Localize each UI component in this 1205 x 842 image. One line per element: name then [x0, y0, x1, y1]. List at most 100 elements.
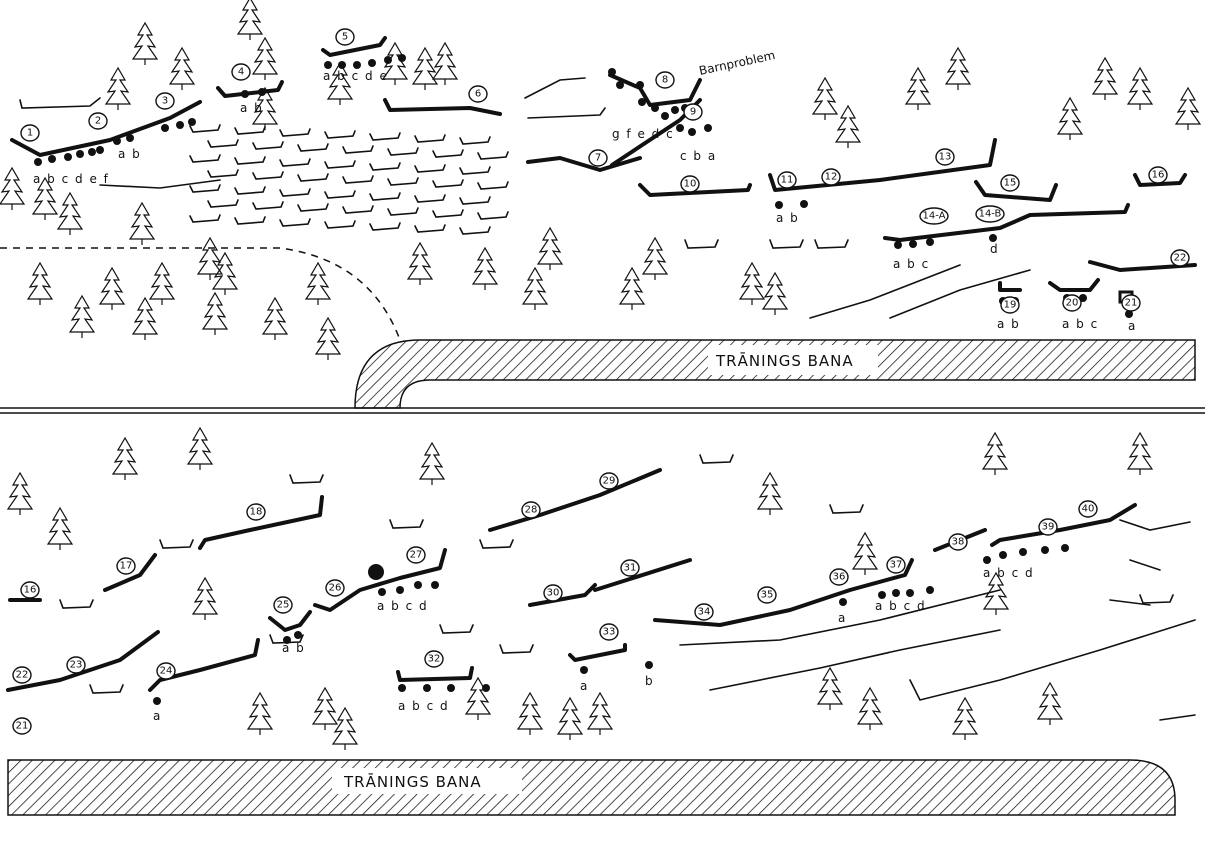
- problem-marker[interactable]: 22: [12, 666, 32, 684]
- small-boulder: [279, 158, 311, 167]
- small-boulder: [289, 474, 324, 484]
- marker-circle: [694, 603, 714, 621]
- problem-marker[interactable]: 15: [1000, 174, 1020, 192]
- problem-marker[interactable]: 23: [66, 656, 86, 674]
- tree-icon: [131, 296, 159, 340]
- problem-marker[interactable]: 16: [1148, 166, 1168, 184]
- problem-letters-p25: a b: [282, 641, 304, 655]
- problem-marker[interactable]: 20: [1062, 294, 1082, 312]
- start-dot: [353, 61, 361, 69]
- problem-marker[interactable]: 32: [424, 650, 444, 668]
- problem-marker[interactable]: 4: [231, 63, 251, 81]
- problem-marker[interactable]: 17: [116, 557, 136, 575]
- small-boulder: [369, 222, 401, 231]
- problem-marker[interactable]: 38: [948, 533, 968, 551]
- marker-number: 22: [16, 670, 29, 681]
- problem-letters-p14a: a b c: [893, 257, 928, 271]
- tree-icon: [0, 166, 26, 210]
- tree-icon: [464, 676, 492, 720]
- start-dot: [906, 589, 914, 597]
- tree-icon: [1174, 86, 1202, 130]
- problem-marker[interactable]: 24: [156, 662, 176, 680]
- problem-marker[interactable]: 34: [694, 603, 714, 621]
- problem-marker[interactable]: 7: [588, 149, 608, 167]
- marker-circle: [325, 579, 345, 597]
- tree-icon: [944, 46, 972, 90]
- problem-marker[interactable]: 9: [683, 103, 703, 121]
- problem-marker[interactable]: 19: [1000, 296, 1020, 314]
- problem-marker[interactable]: 6: [468, 85, 488, 103]
- problem-marker[interactable]: 16: [20, 581, 40, 599]
- small-boulder: [252, 141, 284, 150]
- start-dot: [76, 150, 84, 158]
- problem-marker[interactable]: 28: [521, 501, 541, 519]
- problem-marker[interactable]: 1: [20, 124, 40, 142]
- problem-marker[interactable]: 21: [1121, 294, 1141, 312]
- marker-number: 12: [825, 172, 838, 183]
- problem-marker[interactable]: 30: [543, 584, 563, 602]
- small-boulder: [432, 149, 464, 158]
- start-dot: [1061, 544, 1069, 552]
- problem-marker[interactable]: 14-B: [975, 205, 1005, 223]
- problem-marker[interactable]: 10: [680, 175, 700, 193]
- problem-marker[interactable]: 18: [246, 503, 266, 521]
- marker-number: 16: [1152, 170, 1165, 181]
- small-boulder: [297, 173, 329, 182]
- tree-icon: [246, 691, 274, 735]
- marker-circle: [975, 205, 1005, 223]
- problem-letters-p33a: a: [580, 679, 587, 693]
- problem-marker[interactable]: 12: [821, 168, 841, 186]
- start-dot: [414, 581, 422, 589]
- marker-circle: [88, 112, 108, 130]
- marker-circle: [599, 472, 619, 490]
- problem-marker[interactable]: 29: [599, 472, 619, 490]
- problem-marker[interactable]: 27: [406, 546, 426, 564]
- problem-marker[interactable]: 39: [1038, 518, 1058, 536]
- track-label: TRĀNINGS BANA: [715, 352, 854, 370]
- problem-marker[interactable]: 40: [1078, 500, 1098, 518]
- tree-icon: [26, 261, 54, 305]
- problem-marker[interactable]: 5: [335, 28, 355, 46]
- problem-marker[interactable]: 25: [273, 596, 293, 614]
- problem-marker[interactable]: 37: [886, 556, 906, 574]
- tree-icon: [111, 436, 139, 480]
- problem-marker[interactable]: 26: [325, 579, 345, 597]
- small-boulder: [414, 224, 446, 233]
- problem-letters-p11: a b: [776, 211, 798, 225]
- start-dot: [64, 153, 72, 161]
- problem-marker[interactable]: 14-A: [919, 207, 949, 225]
- tree-icon: [251, 36, 279, 80]
- start-dot: [96, 146, 104, 154]
- tree-icon: [186, 426, 214, 470]
- problem-marker[interactable]: 36: [829, 568, 849, 586]
- problem-marker[interactable]: 21: [12, 717, 32, 735]
- start-dot: [126, 134, 134, 142]
- problem-marker[interactable]: 11: [777, 171, 797, 189]
- problem-letters-p1: a b c d e f: [33, 172, 109, 186]
- small-boulder: [477, 151, 509, 160]
- small-boulder: [324, 160, 356, 169]
- problem-marker[interactable]: 3: [155, 92, 175, 110]
- tree-icon: [904, 66, 932, 110]
- marker-number: 5: [342, 32, 348, 43]
- marker-number: 27: [410, 550, 423, 561]
- problem-marker[interactable]: 2: [88, 112, 108, 130]
- small-boulder: [684, 239, 719, 249]
- start-dot: [775, 201, 783, 209]
- problem-marker[interactable]: 22: [1170, 249, 1190, 267]
- marker-number: 17: [120, 561, 133, 572]
- tree-icon: [516, 691, 544, 735]
- start-dot: [482, 684, 490, 692]
- boulders-bottom: [6, 468, 1196, 721]
- tree-icon: [834, 104, 862, 148]
- dashed-path: [0, 247, 401, 341]
- start-dot: [983, 556, 991, 564]
- problem-marker[interactable]: 35: [757, 586, 777, 604]
- problem-marker[interactable]: 8: [655, 71, 675, 89]
- problem-marker[interactable]: 13: [935, 148, 955, 166]
- marker-circle: [1078, 500, 1098, 518]
- problem-marker[interactable]: 31: [620, 559, 640, 577]
- problem-marker[interactable]: 33: [599, 623, 619, 641]
- start-dot: [894, 241, 902, 249]
- tree-icon: [951, 696, 979, 740]
